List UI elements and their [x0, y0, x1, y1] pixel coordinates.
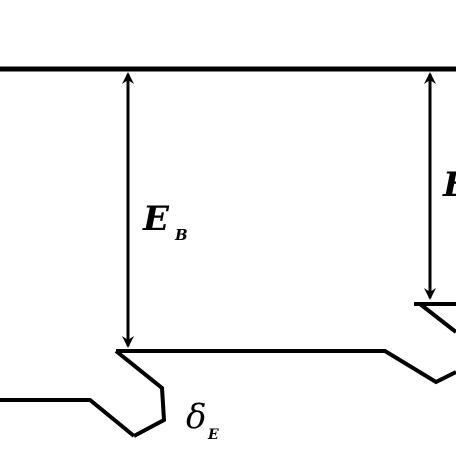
right-step-slope [418, 302, 456, 334]
notch-left [114, 349, 167, 438]
label-eb-main: E [142, 199, 170, 239]
label-delta: δ [186, 397, 206, 437]
label-delta-sub: E [207, 427, 219, 443]
lower-profile-main [116, 349, 456, 385]
lower-left-ledge [0, 398, 136, 438]
label-right-main: E [442, 165, 456, 205]
label-eb-sub: B [174, 226, 188, 244]
